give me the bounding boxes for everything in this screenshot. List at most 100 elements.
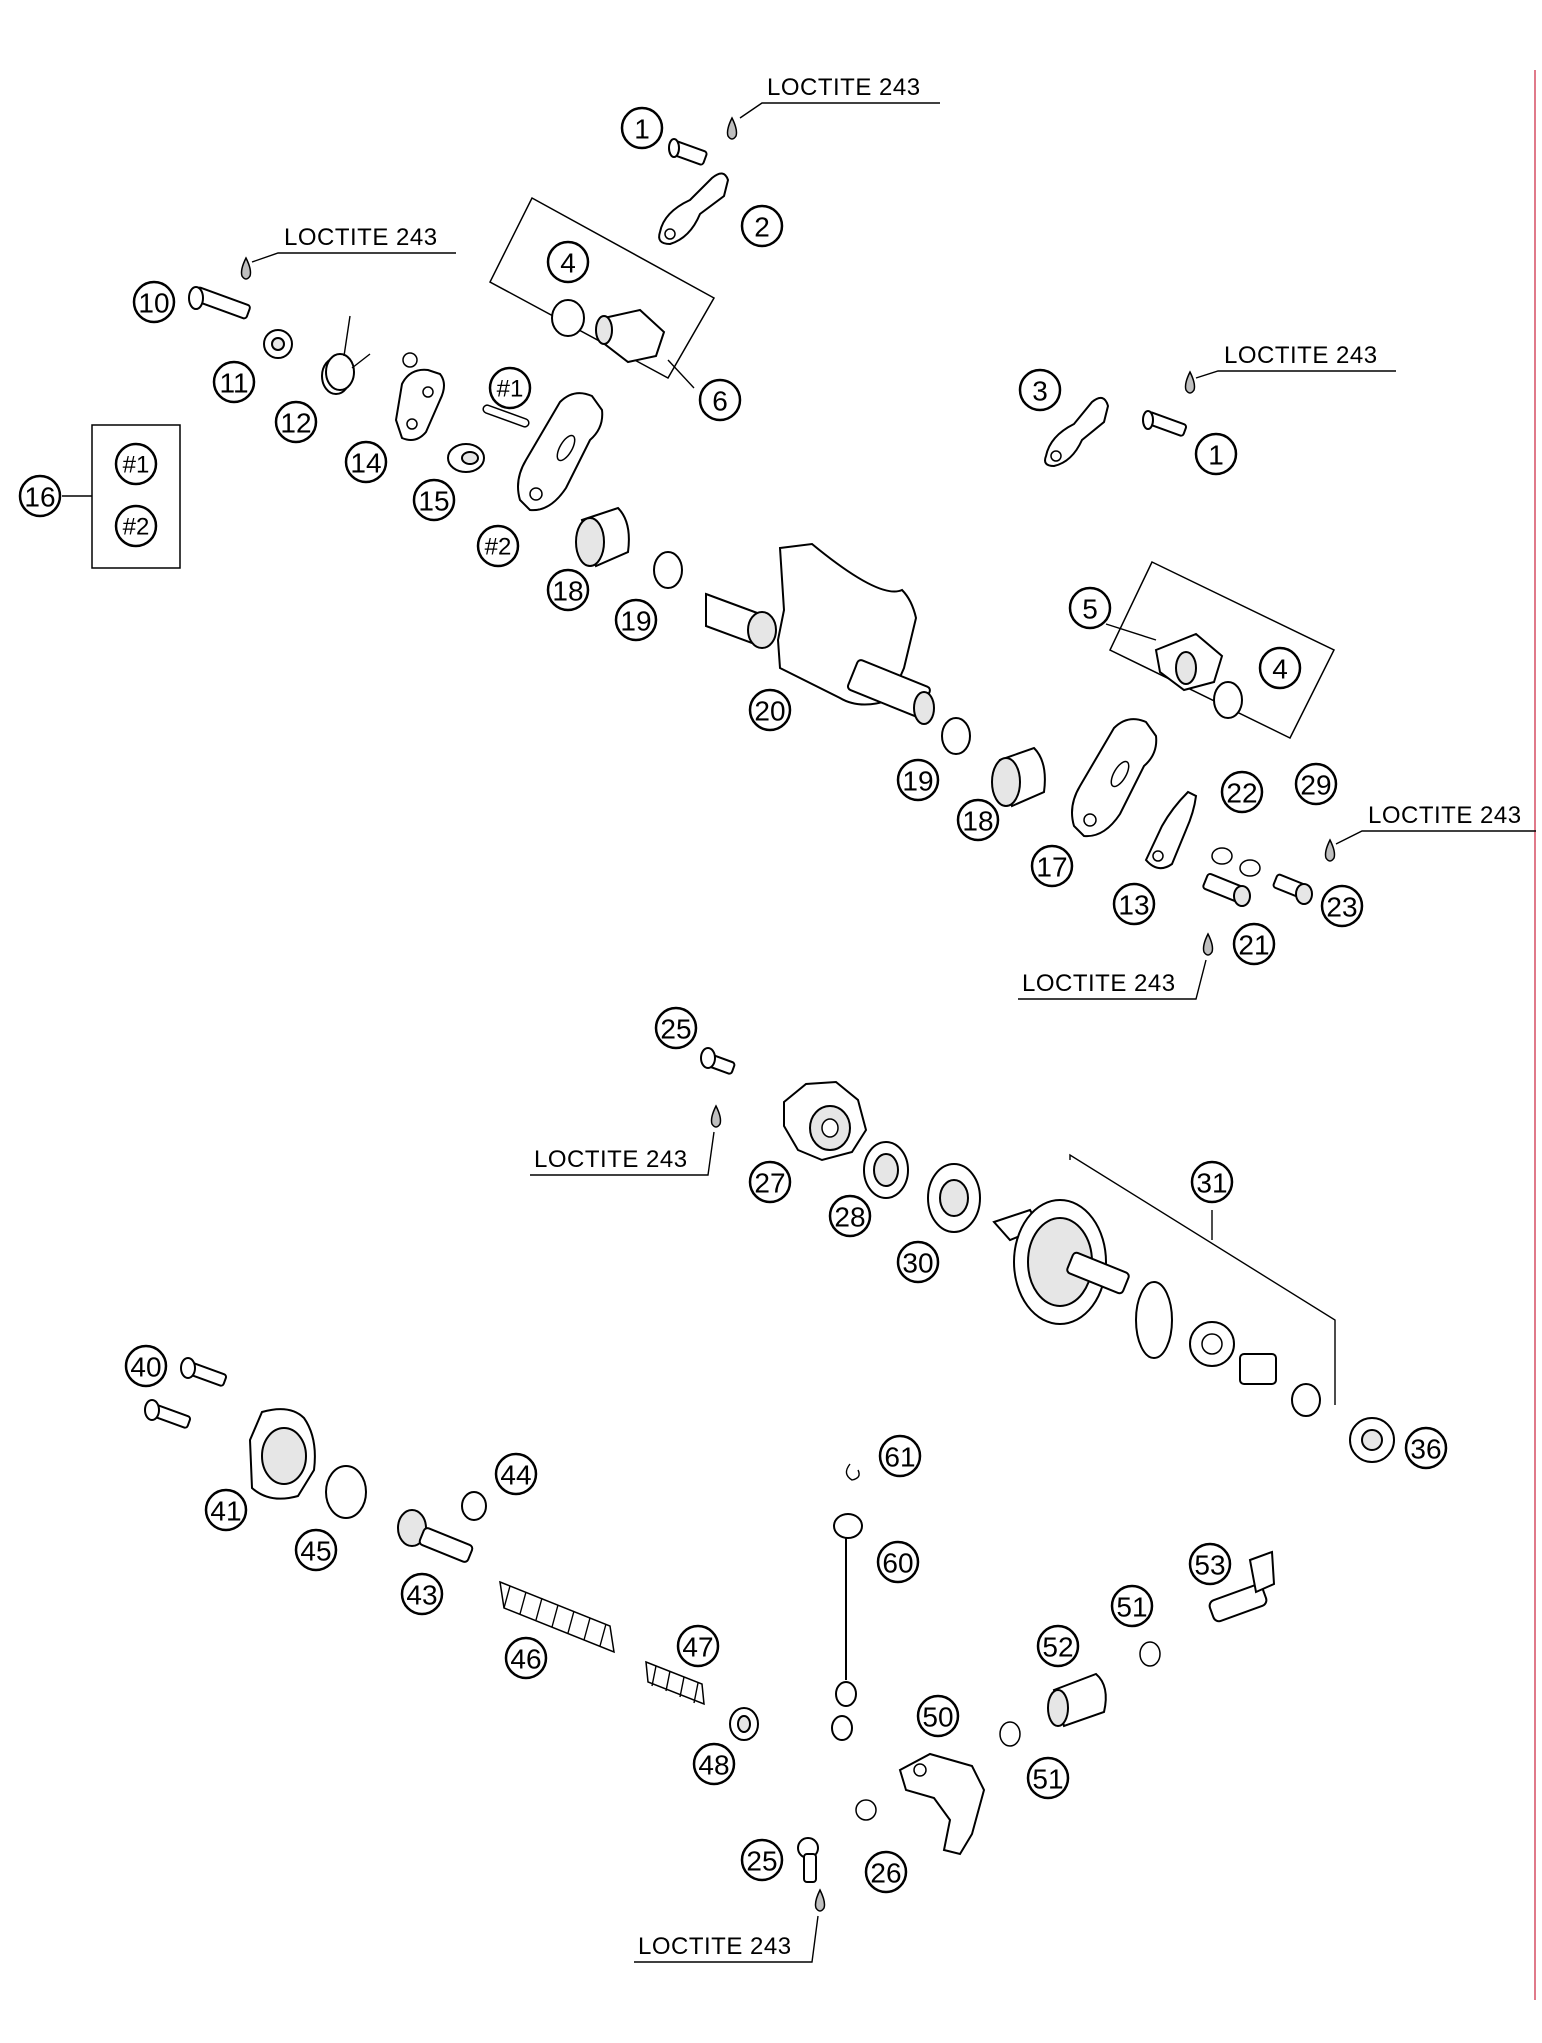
part-spring-47 xyxy=(645,1660,705,1706)
part-sleeve-52 xyxy=(1047,1672,1107,1728)
callout-18: 19 xyxy=(614,598,658,642)
callout-number: 45 xyxy=(300,1536,331,1567)
callout-17: 18 xyxy=(546,568,590,612)
part-screw-1-right xyxy=(1142,410,1188,437)
part-screw-25-bottom xyxy=(797,1837,819,1883)
loctite-note-top: LOCTITE 243 xyxy=(739,74,940,119)
part-shaft-20 xyxy=(705,542,935,725)
callout-circle xyxy=(878,1434,922,1478)
callout-number: 25 xyxy=(746,1846,777,1877)
callout-circle xyxy=(114,504,158,548)
part-spindle-43 xyxy=(397,1509,474,1563)
callout-number: 14 xyxy=(350,448,381,479)
callout-26: 22 xyxy=(1220,770,1264,814)
callout-circle xyxy=(294,1528,338,1572)
callout-5: 10 xyxy=(132,280,176,324)
part-bolt-21 xyxy=(1202,872,1251,907)
part-washer-29 xyxy=(1239,859,1261,877)
group-box-part-4-6-top xyxy=(489,196,716,380)
callout-circle xyxy=(344,440,388,484)
callout-circle xyxy=(676,1624,720,1668)
callout-number: 15 xyxy=(418,486,449,517)
callout-circle xyxy=(654,1006,698,1050)
callout-31: 27 xyxy=(748,1160,792,1204)
callout-circle xyxy=(1068,586,1112,630)
callout-number: 19 xyxy=(620,606,651,637)
callout-circle xyxy=(698,378,742,422)
loctite-drop-21 xyxy=(1202,932,1214,956)
callout-29: 21 xyxy=(1232,922,1276,966)
callout-number: 12 xyxy=(280,408,311,439)
bracket-31 xyxy=(1069,1153,1336,1405)
callout-circle xyxy=(1258,646,1302,690)
callout-39: 45 xyxy=(294,1528,338,1572)
callout-number: #1 xyxy=(123,452,150,479)
callout-circle xyxy=(204,1488,248,1532)
callout-circle xyxy=(1036,1624,1080,1668)
callout-circle xyxy=(274,400,318,444)
part-oring-45 xyxy=(325,1465,367,1519)
svg-text:LOCTITE 243: LOCTITE 243 xyxy=(1224,342,1378,369)
svg-text:LOCTITE 243: LOCTITE 243 xyxy=(638,1933,792,1960)
svg-text:LOCTITE 243: LOCTITE 243 xyxy=(534,1146,688,1173)
callout-number: 6 xyxy=(712,386,728,417)
callout-33: 30 xyxy=(896,1240,940,1284)
callout-circle xyxy=(896,758,940,802)
callout-4: 6 xyxy=(698,378,742,422)
callout-12: #2 xyxy=(114,504,158,548)
callout-51: 25 xyxy=(740,1838,784,1882)
loctite-drop-10 xyxy=(240,256,252,280)
callout-number: 52 xyxy=(1042,1632,1073,1663)
callout-number: 19 xyxy=(902,766,933,797)
callout-number: 51 xyxy=(1032,1764,1063,1795)
callout-circle xyxy=(212,360,256,404)
callout-circle xyxy=(494,1452,538,1496)
part-lever-2-hash xyxy=(517,392,604,512)
loctite-drop-1-right xyxy=(1184,370,1196,394)
callout-41: 46 xyxy=(504,1636,548,1680)
loctite-drop-23 xyxy=(1324,838,1336,862)
part-bearing-28 xyxy=(863,1141,909,1199)
part-lever-17 xyxy=(1071,718,1158,838)
part-valve-6-top xyxy=(595,308,666,364)
callout-circle xyxy=(546,240,590,284)
callout-circle xyxy=(692,1742,736,1786)
loctite-note-25-mid: LOCTITE 243 xyxy=(530,1131,715,1176)
callout-28: 23 xyxy=(1320,884,1364,928)
callout-42: 47 xyxy=(676,1624,720,1668)
callout-number: 48 xyxy=(698,1750,729,1781)
callout-number: 50 xyxy=(922,1702,953,1733)
loctite-note-23: LOCTITE 243 xyxy=(1335,802,1536,845)
part-lever-14 xyxy=(394,352,445,441)
loctite-note-25-bottom: LOCTITE 243 xyxy=(634,1915,819,1963)
callout-number: 13 xyxy=(1118,890,1149,921)
callout-15: 3 xyxy=(1018,368,1062,412)
leader-6 xyxy=(667,359,695,389)
part-oring-44 xyxy=(461,1491,487,1521)
part-gear-31 xyxy=(992,1199,1321,1417)
group-box-part-5-4-right xyxy=(1109,560,1336,740)
callout-number: 44 xyxy=(500,1460,531,1491)
callout-circle xyxy=(876,1540,920,1584)
callout-circle xyxy=(1026,1756,1070,1800)
callout-circle xyxy=(828,1194,872,1238)
callout-16: 1 xyxy=(1194,432,1238,476)
part-spring-12 xyxy=(321,315,371,395)
callout-circle xyxy=(546,568,590,612)
callout-circle xyxy=(1188,1542,1232,1586)
part-housing-41 xyxy=(248,1408,316,1500)
callout-circle xyxy=(400,1572,444,1616)
part-fork-50 xyxy=(898,1752,986,1856)
callout-14: #2 xyxy=(476,524,520,568)
callout-number: 3 xyxy=(1032,376,1048,407)
callout-32: 28 xyxy=(828,1194,872,1238)
part-15 xyxy=(447,443,485,473)
callout-circle xyxy=(114,442,158,486)
callout-circle xyxy=(1110,1584,1154,1628)
callout-circle xyxy=(1018,368,1062,412)
callout-number: #1 xyxy=(497,376,524,403)
callout-number: 2 xyxy=(754,212,770,243)
part-bushing-18-left xyxy=(575,506,630,568)
callout-49: 51 xyxy=(1026,1756,1070,1800)
part-shaft-53 xyxy=(1208,1550,1276,1623)
